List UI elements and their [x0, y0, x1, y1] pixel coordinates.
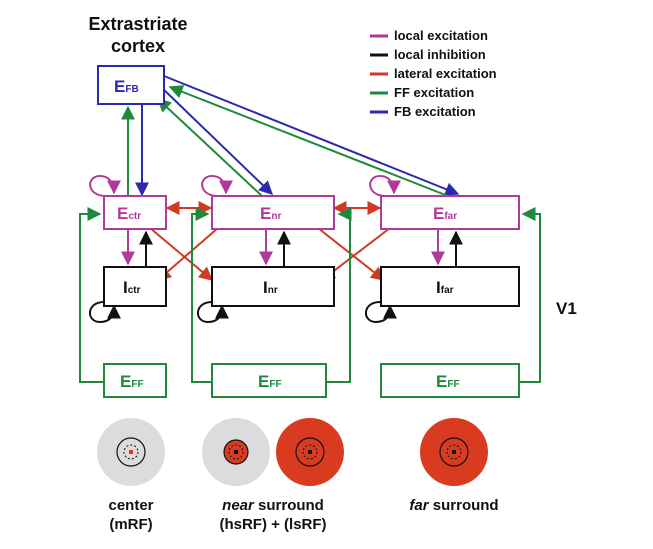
- lateral-ectr-to-inr: [149, 227, 214, 281]
- fb-arrow-efar: [163, 75, 460, 196]
- node-inr: Inr: [211, 266, 335, 307]
- connections: [79, 75, 541, 383]
- node-efb-label: EFB: [114, 77, 139, 96]
- node-ictr-label: Ictr: [123, 278, 141, 297]
- node-efar: Efar: [380, 195, 520, 230]
- self-inh-ifar: [365, 301, 397, 324]
- node-inr-label: Inr: [263, 278, 278, 297]
- self-exc-enr: [201, 174, 233, 197]
- stimulus-center-icon: [97, 418, 165, 486]
- legend-label-fb-excitation: FB excitation: [394, 104, 476, 119]
- caption-center-line-1: center: [108, 497, 153, 514]
- ff-route-eff2-enr-left: [191, 207, 212, 383]
- caption-near-line-2: (hsRF) + (lsRF): [219, 516, 326, 533]
- node-eff-far: EFF: [380, 363, 520, 398]
- node-eff-near-box: [211, 363, 327, 398]
- legend-label-local-inhibition: local inhibition: [394, 47, 486, 62]
- self-inh-ictr: [89, 301, 121, 324]
- node-ifar-box: [380, 266, 520, 307]
- stimulus-near-lsrf-icon: [276, 418, 344, 486]
- node-ectr-box: [103, 195, 167, 230]
- stimulus-near-hsrf-icon: [202, 418, 270, 486]
- node-inr-box: [211, 266, 335, 307]
- node-efb-box: [97, 65, 165, 105]
- node-efar-label: Efar: [433, 204, 457, 223]
- legend-label-ff-excitation: FF excitation: [394, 85, 474, 100]
- ff-arrow-enr-to-efb: [156, 98, 263, 197]
- stimulus-far-icon: [420, 418, 488, 486]
- node-eff-center-box: [103, 363, 167, 398]
- lateral-enr-to-ictr: [156, 227, 219, 281]
- ff-route-eff2-enr-right: [326, 207, 352, 383]
- caption-center-line-2: (mRF): [109, 516, 152, 533]
- title-line-2: cortex: [111, 36, 165, 56]
- self-exc-ectr: [89, 174, 121, 197]
- caption-near-line-1: near surround: [222, 497, 324, 514]
- node-ictr: Ictr: [103, 266, 167, 307]
- node-eff-center-label: EFF: [120, 372, 144, 391]
- self-inh-inr: [197, 301, 229, 324]
- node-eff-center: EFF: [103, 363, 167, 398]
- fb-arrow-enr: [159, 85, 274, 195]
- node-eff-far-label: EFF: [436, 372, 460, 391]
- self-exc-efar: [369, 174, 401, 197]
- node-enr-box: [211, 195, 335, 230]
- legend: local excitation local inhibition latera…: [370, 28, 497, 119]
- legend-label-local-excitation: local excitation: [394, 28, 488, 43]
- caption-far-line-1: far surround: [409, 497, 498, 514]
- node-enr-label: Enr: [260, 204, 281, 223]
- node-ifar: Ifar: [380, 266, 520, 307]
- ff-route-eff1-ectr: [79, 207, 104, 383]
- node-efar-box: [380, 195, 520, 230]
- ff-arrow-efar-to-efb: [168, 85, 449, 197]
- node-ifar-label: Ifar: [436, 278, 454, 297]
- legend-label-lateral-excitation: lateral excitation: [394, 66, 497, 81]
- node-eff-far-box: [380, 363, 520, 398]
- node-enr: Enr: [211, 195, 335, 230]
- node-eff-near-label: EFF: [258, 372, 282, 391]
- ff-route-eff3-efar: [519, 207, 541, 383]
- node-ectr-label: Ectr: [117, 204, 141, 223]
- node-ectr: Ectr: [103, 195, 167, 230]
- region-label-v1: V1: [556, 299, 577, 318]
- title-line-1: Extrastriate: [88, 14, 187, 34]
- node-efb: EFB: [97, 65, 165, 105]
- node-eff-near: EFF: [211, 363, 327, 398]
- node-ictr-box: [103, 266, 167, 307]
